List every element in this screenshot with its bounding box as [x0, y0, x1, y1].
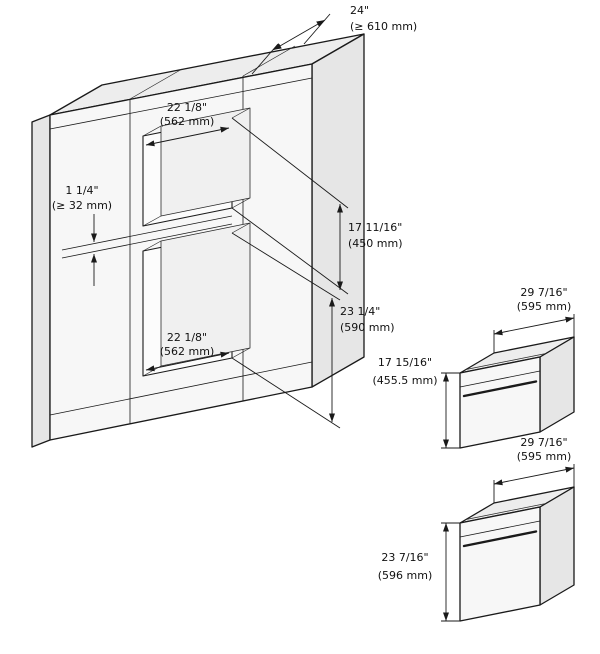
- compact-oven-handle: [462, 380, 538, 398]
- lower-niche-edge-br: [231, 347, 251, 359]
- cabinet-isometric: [31, 33, 365, 448]
- compact-oven-control-panel-line: [459, 370, 541, 388]
- upper-niche-edge-br: [231, 197, 251, 209]
- cabinet-left-panel: [31, 114, 51, 448]
- divider-dimension: 1 1/4" (≥ 32 mm): [52, 184, 112, 286]
- lower-niche: [142, 222, 251, 377]
- depth-dimension: 24" (≥ 610 mm): [251, 4, 417, 75]
- full-oven-front-face: [459, 506, 541, 622]
- lower-niche-height-mm-label: (590 mm): [340, 321, 395, 334]
- compact-oven-width-dimension: 29 7/16" (595 mm): [493, 286, 575, 353]
- compact-oven-height-dimension: 17 15/16" (455.5 mm): [372, 356, 460, 449]
- divider-mm-label: (≥ 32 mm): [52, 199, 112, 212]
- lower-niche-width-mm-label: (562 mm): [160, 345, 215, 358]
- cabinet-depth-mm-label: (≥ 610 mm): [350, 20, 417, 33]
- full-oven-width-dimension: 29 7/16" (595 mm): [493, 436, 575, 503]
- lower-niche-height-dimension: 23 1/4" (590 mm): [231, 232, 395, 429]
- depth-extension-back: [303, 13, 331, 45]
- full-oven-height-mm-label: (596 mm): [378, 569, 433, 582]
- full-oven-right-face: [539, 486, 575, 606]
- compact-oven-isometric: 29 7/16" (595 mm) 17 15/16" (455.5 mm): [372, 286, 575, 449]
- compact-oven-width-dimension-line: [493, 316, 575, 336]
- lower-niche-width-inch-label: 22 1/8": [167, 331, 207, 344]
- full-oven-top-trim-line: [465, 503, 547, 520]
- lower-niche-edge-tr: [231, 222, 251, 234]
- compact-oven-height-mm-label: (455.5 mm): [372, 374, 437, 387]
- divider-inch-label: 1 1/4": [65, 184, 98, 197]
- upper-niche-width-dimension: 22 1/8" (562 mm): [145, 101, 230, 147]
- top-face-seam-right: [242, 45, 296, 77]
- upper-niche-width-inch-label: 22 1/8": [167, 101, 207, 114]
- lower-niche-width-dimension: 22 1/8" (562 mm): [145, 331, 230, 372]
- full-oven-width-inch-label: 29 7/16": [520, 436, 567, 449]
- lower-height-extension-top: [231, 232, 341, 301]
- upper-niche-height-inch-label: 17 11/16": [348, 221, 402, 234]
- divider-shelf-bottom-line: [61, 223, 233, 259]
- lower-niche-height-inch-label: 23 1/4": [340, 305, 380, 318]
- lower-niche-width-dimension-line: [145, 351, 230, 372]
- top-face-seam-left: [129, 68, 183, 100]
- upper-niche-edge-tr: [231, 107, 251, 119]
- lower-height-extension-bottom: [231, 357, 341, 429]
- upper-niche-width-dimension-line: [145, 126, 230, 147]
- compact-oven-height-inch-label: 17 15/16": [378, 356, 432, 369]
- full-oven-handle: [462, 530, 538, 548]
- compact-oven-width-inch-label: 29 7/16": [520, 286, 567, 299]
- upper-niche-width-mm-label: (562 mm): [160, 115, 215, 128]
- full-oven-width-mm-label: (595 mm): [517, 450, 572, 463]
- upper-niche-height-dimension: 17 11/16" (450 mm): [231, 117, 403, 295]
- cabinet-depth-inch-label: 24": [350, 4, 369, 17]
- cabinet-right-face: [311, 33, 365, 388]
- lower-niche-edge-tl: [142, 240, 162, 252]
- full-oven-isometric: 29 7/16" (595 mm) 23 7/16" (596 mm): [378, 436, 575, 622]
- upper-niche-height-mm-label: (450 mm): [348, 237, 403, 250]
- compact-oven-top-trim-line: [465, 353, 547, 370]
- compact-oven-front-face: [459, 356, 541, 449]
- upper-height-extension-bottom: [231, 207, 349, 295]
- depth-dimension-line: [272, 19, 326, 51]
- full-oven-height-inch-label: 23 7/16": [381, 551, 428, 564]
- full-oven-control-panel-line: [459, 520, 541, 538]
- cabinet-top-rail-line: [49, 77, 313, 130]
- compact-oven-width-mm-label: (595 mm): [517, 300, 572, 313]
- upper-height-extension-top: [231, 117, 349, 209]
- full-oven-height-dimension: 23 7/16" (596 mm): [378, 522, 460, 622]
- cabinet-plinth-line: [49, 361, 313, 416]
- upper-niche-edge-bl: [142, 215, 162, 227]
- full-oven-width-dimension-line: [493, 466, 575, 486]
- divider-shelf-top-line: [61, 215, 233, 251]
